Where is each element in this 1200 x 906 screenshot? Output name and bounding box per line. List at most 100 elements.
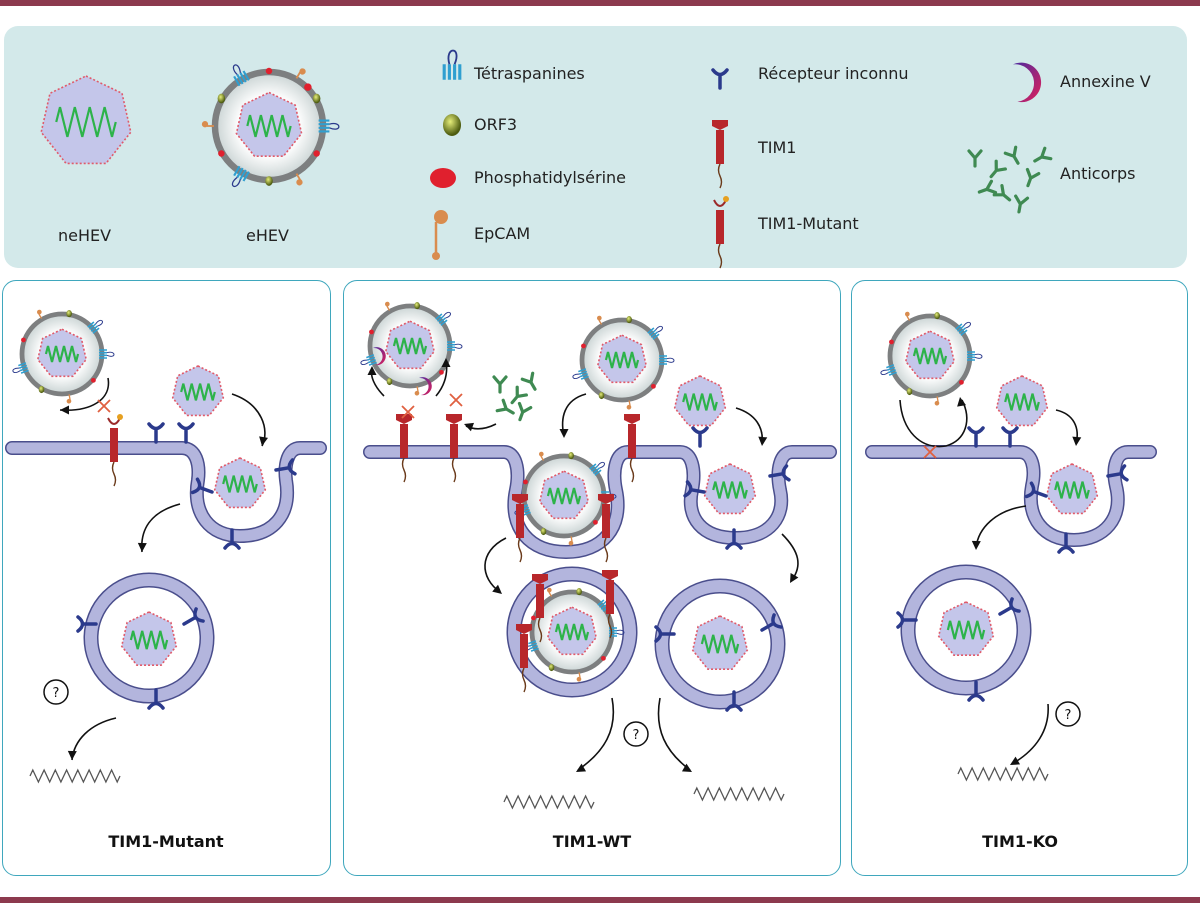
flow-arrow [781, 533, 799, 581]
orf3-protein [576, 588, 582, 596]
caption-tim1-wt: TIM1-WT [552, 832, 632, 851]
endosome [654, 578, 786, 710]
unknown-receptor-icon [760, 613, 783, 632]
unknown-receptor-icon [1001, 426, 1019, 448]
unknown-receptor-icon [274, 458, 297, 476]
tetraspanin-icon [572, 368, 589, 380]
flow-arrow [899, 399, 968, 448]
genome-rna [604, 351, 640, 369]
capsid [235, 91, 303, 157]
tetraspanines-label: Tétraspanines [474, 64, 585, 83]
tetraspanin-icon [589, 461, 605, 476]
degraded-rna [29, 768, 121, 784]
epcam-icon [414, 386, 420, 396]
tetraspanin-icon [880, 364, 897, 376]
tetraspanin-icon [360, 354, 377, 366]
capsid [1045, 463, 1099, 515]
unknown-receptor-icon [725, 690, 743, 712]
phosphatidylserine-dot [91, 377, 96, 383]
unknown-receptor-icon [998, 597, 1021, 616]
genome-rna [712, 481, 748, 499]
top-frame-bar [0, 0, 1200, 6]
legend-icons [40, 49, 1053, 269]
blocked-cross [401, 405, 415, 419]
orf3-protein [548, 663, 555, 672]
capsid [213, 457, 267, 509]
epcam-icon [538, 451, 545, 461]
unknown-receptor-icon [223, 528, 241, 550]
arrow-head [137, 542, 147, 552]
tim1-receptor [532, 574, 548, 643]
ehev-particle [360, 301, 463, 396]
tim1-mutant-label: TIM1-Mutant [758, 214, 859, 233]
tim1-receptor [516, 624, 532, 693]
arrow-head [67, 750, 77, 760]
tetraspanin-icon [955, 321, 971, 336]
arrow-head [441, 358, 451, 367]
unknown-receptor-icon [182, 607, 205, 626]
arrow-head [464, 422, 474, 432]
antibody-icon [967, 149, 983, 168]
epcam-icon [36, 309, 43, 319]
genome-rna [246, 114, 292, 138]
antibody-icon [520, 371, 537, 391]
arrow-head [957, 397, 966, 407]
arrow-head [559, 429, 569, 438]
capsid [40, 75, 132, 165]
epcam-label: EpCAM [474, 224, 531, 243]
epcam-icon [934, 396, 940, 406]
genome-rna [554, 623, 590, 641]
bottom-frame-bar [0, 897, 1200, 903]
annexin-v-icon [419, 377, 432, 396]
tetraspanin-icon [435, 311, 451, 326]
ehev-particle [880, 311, 983, 406]
genome-rna [946, 620, 986, 640]
unknown-receptor-icon [711, 68, 729, 90]
phosphatidylserine-dot [593, 519, 598, 525]
degraded-rna [503, 794, 595, 810]
legend-panel [4, 26, 1187, 268]
phosphatidylserine-dot [304, 83, 312, 91]
flow-arrow [577, 697, 615, 771]
arrow-head [1010, 756, 1021, 765]
unknown-receptor-icon [683, 480, 706, 498]
antibody-icon [977, 179, 998, 195]
arrow-head [971, 540, 981, 550]
annexine-v-label: Annexine V [1060, 72, 1151, 91]
antibody-icon [992, 184, 1012, 202]
recepteur-inconnu-label: Récepteur inconnu [758, 64, 909, 83]
capsid [120, 611, 178, 667]
nehev-label: neHEV [58, 226, 112, 245]
unknown-receptor-icon [691, 426, 709, 448]
unknown-receptor-icon [768, 464, 791, 482]
tim1-receptor [446, 414, 462, 483]
capsid [596, 334, 648, 384]
blocked-cross [97, 399, 111, 413]
orf3-protein [414, 302, 420, 310]
phosphatidylserine-dot [313, 150, 320, 157]
unknown-receptor-icon [177, 422, 195, 444]
blocked-cross [449, 393, 463, 407]
phosphatidylserine-dot [601, 655, 606, 661]
phosphatidylserine-dot [959, 379, 964, 385]
endosome [506, 566, 638, 698]
tim1-receptor [602, 570, 618, 639]
flow-arrow [657, 697, 691, 771]
arrow-head [259, 436, 268, 446]
genome-rna [55, 106, 117, 138]
tim1-receptor [396, 414, 412, 483]
unknown-receptor-icon [1106, 464, 1129, 482]
orf3-protein [598, 391, 605, 400]
orf3-protein [265, 176, 273, 186]
phosphatidylserine-legend-icon [430, 168, 456, 188]
antibody-icon [495, 398, 515, 415]
phosphatidylserine-dot [889, 339, 894, 345]
caption-tim1-mutant: TIM1-Mutant [108, 832, 224, 851]
question-mark-badge: ? [1055, 701, 1081, 727]
genome-rna [682, 393, 718, 411]
flow-arrow [735, 407, 764, 445]
cell-membrane [865, 445, 1157, 547]
tim1-receptor [512, 494, 528, 563]
orf3-protein [312, 93, 321, 104]
